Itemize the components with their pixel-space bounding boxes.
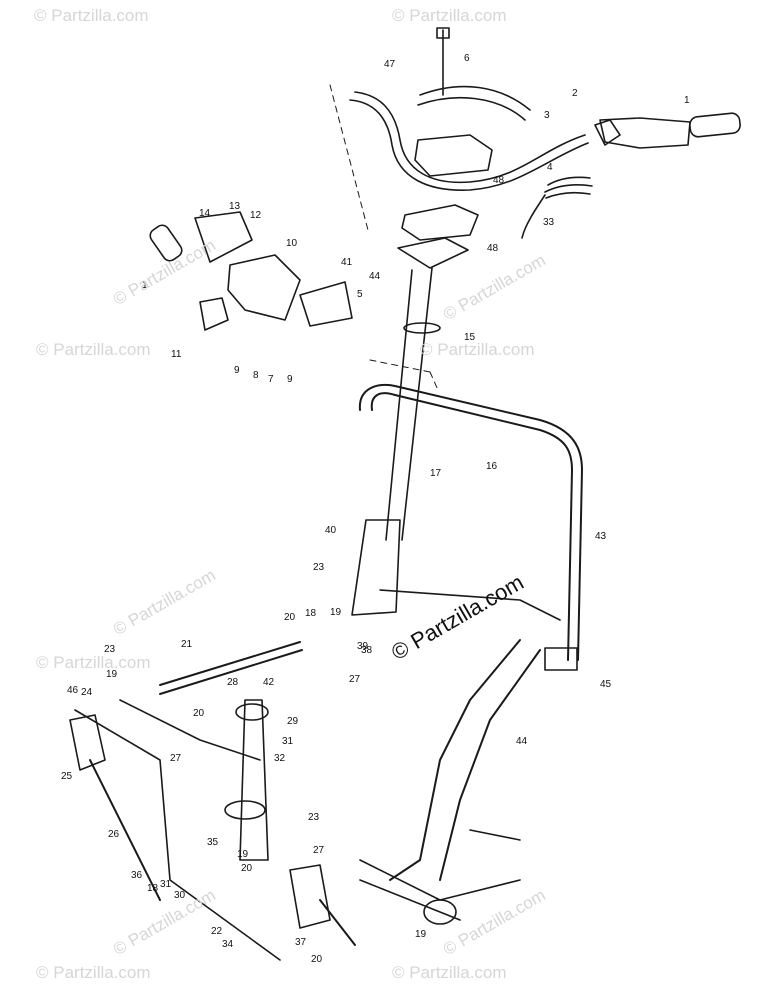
callout-20: 20 (193, 708, 205, 719)
callout-18: 18 (305, 608, 317, 619)
callout-28: 28 (227, 677, 239, 688)
callout-27: 27 (349, 674, 361, 685)
callout-40: 40 (325, 525, 337, 536)
callout-8: 8 (253, 370, 259, 381)
handlebar-crossbar (417, 85, 531, 121)
callout-29: 29 (287, 716, 299, 727)
callout-23: 23 (308, 812, 320, 823)
callout-1: 1 (684, 95, 690, 106)
callout-26: 26 (108, 829, 120, 840)
callout-32: 32 (274, 753, 286, 764)
callout-27: 27 (313, 845, 325, 856)
callout-35: 35 (207, 837, 219, 848)
callout-45: 45 (600, 679, 612, 690)
bar-clamp-lower (401, 204, 479, 241)
callout-13: 13 (229, 201, 241, 212)
callout-19: 19 (415, 929, 427, 940)
watermark: © Partzilla.com (36, 653, 151, 672)
callout-21: 21 (181, 639, 193, 650)
callout-37: 37 (295, 937, 307, 948)
throttle-control (599, 117, 691, 149)
steering-post (239, 699, 269, 861)
callout-42: 42 (263, 677, 275, 688)
frame-rail (74, 699, 281, 961)
callout-2: 2 (572, 88, 578, 99)
callout-14: 14 (199, 208, 211, 219)
bolt-6 (436, 27, 450, 39)
left-grip (149, 224, 183, 262)
cable-coil (544, 176, 593, 199)
tie-rod (159, 641, 303, 695)
callout-7: 7 (268, 374, 274, 385)
right-spindle (289, 864, 331, 929)
watermark: © Partzilla.com (392, 6, 507, 25)
callout-5: 5 (357, 289, 363, 300)
callout-43: 43 (595, 531, 607, 542)
callout-19: 19 (330, 607, 342, 618)
callout-22: 22 (211, 926, 223, 937)
callout-16: 16 (486, 461, 498, 472)
callout-41: 41 (341, 257, 353, 268)
watermark: © Partzilla.com (392, 963, 507, 982)
callout-4: 4 (547, 162, 553, 173)
callout-44: 44 (369, 271, 381, 282)
callout-17: 17 (430, 468, 442, 479)
callout-11: 11 (171, 349, 182, 360)
mount-plate (397, 237, 469, 269)
callout-9: 9 (287, 374, 293, 385)
callout-12: 12 (250, 210, 262, 221)
callout-48: 48 (487, 243, 499, 254)
handlebar (354, 91, 586, 184)
left-control-housing (227, 254, 301, 321)
callout-25: 25 (61, 771, 73, 782)
watermark: © Partzilla.com (420, 340, 535, 359)
callout-1: 1 (142, 280, 148, 291)
watermark: © Partzilla.com (36, 340, 151, 359)
watermark: © Partzilla.com (34, 6, 149, 25)
callout-48: 48 (493, 175, 505, 186)
watermark: © Partzilla.com (36, 963, 151, 982)
callout-20: 20 (241, 863, 253, 874)
callout-23: 23 (313, 562, 325, 573)
callout-20: 20 (311, 954, 323, 965)
callout-6: 6 (464, 53, 470, 64)
callout-3: 3 (544, 110, 550, 121)
callout-19: 19 (106, 669, 118, 680)
callout-30: 30 (174, 890, 186, 901)
callout-46: 46 (67, 685, 79, 696)
callout-9: 9 (234, 365, 240, 376)
callout-47: 47 (384, 59, 396, 70)
bar-clamp-upper (414, 134, 493, 177)
callout-31: 31 (282, 736, 294, 747)
right-grip (689, 112, 741, 138)
callout-34: 34 (222, 939, 234, 950)
callout-39: 39 (357, 641, 369, 652)
callout-44: 44 (516, 736, 528, 747)
callout-33: 33 (543, 217, 555, 228)
left-spindle (69, 714, 106, 771)
callout-38: 38 (361, 645, 373, 656)
callout-20: 20 (284, 612, 296, 623)
callout-27: 27 (170, 753, 182, 764)
callout-19: 19 (237, 849, 249, 860)
steering-column (385, 267, 433, 541)
callout-31: 31 (160, 879, 172, 890)
callout-10: 10 (286, 238, 298, 249)
callout-23: 23 (104, 644, 116, 655)
brush-guard (370, 392, 573, 661)
callout-36: 36 (131, 870, 143, 881)
callout-18: 18 (147, 883, 159, 894)
callout-15: 15 (464, 332, 476, 343)
callout-24: 24 (81, 687, 93, 698)
